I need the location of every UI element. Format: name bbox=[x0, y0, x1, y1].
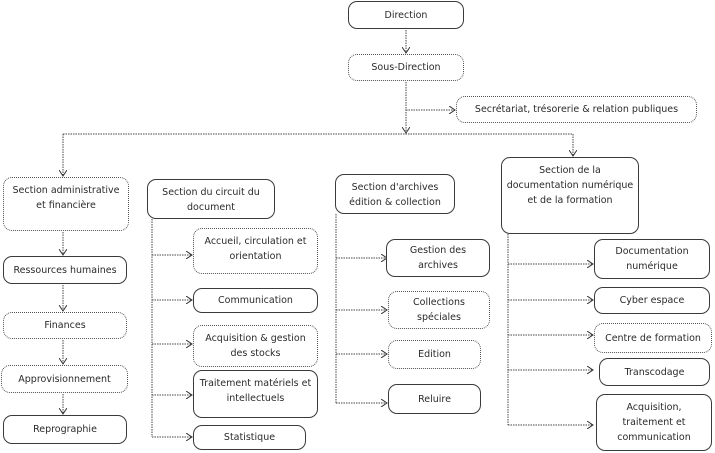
node-communication: Communication bbox=[193, 288, 318, 313]
node-label: Communication bbox=[218, 295, 293, 306]
node-label: Gestion des archives bbox=[409, 245, 467, 271]
node-reluire: Reluire bbox=[388, 384, 481, 414]
node-approvisionnement: Approvisionnement bbox=[1, 365, 128, 393]
node-label: Statistique bbox=[223, 432, 276, 443]
node-label: Finances bbox=[44, 320, 86, 331]
node-label: Edition bbox=[418, 349, 451, 360]
node-finances: Finances bbox=[3, 312, 127, 339]
node-label: Direction bbox=[384, 9, 428, 21]
node-label: Reprographie bbox=[33, 424, 97, 435]
node-direction: Direction bbox=[348, 1, 464, 29]
node-edition: Edition bbox=[388, 340, 481, 369]
section-documentation-numerique: Section de la documentation numérique et… bbox=[501, 157, 639, 234]
node-label: Reluire bbox=[418, 393, 451, 405]
node-sous-direction: Sous-Direction bbox=[348, 54, 464, 81]
node-label: Sous-Direction bbox=[371, 62, 441, 73]
node-label: Traitement matériels et intellectuels bbox=[199, 378, 312, 404]
node-reprographie: Reprographie bbox=[3, 415, 127, 444]
node-acquisition-gestion: Acquisition & gestion des stocks bbox=[193, 325, 318, 367]
node-label: Secrétariat, trésorerie & relation publi… bbox=[474, 104, 679, 115]
node-label: Section d'archives édition & collection bbox=[349, 182, 441, 208]
node-cyber-espace: Cyber espace bbox=[594, 287, 710, 314]
node-label: Acquisition & gestion des stocks bbox=[205, 333, 306, 359]
node-acquisition-traitement: Acquisition, traitement et communication bbox=[596, 394, 712, 451]
node-collections-speciales: Collections spéciales bbox=[388, 291, 490, 329]
node-gestion-archives: Gestion des archives bbox=[386, 239, 490, 277]
section-administrative: Section administrative et financière bbox=[3, 177, 129, 231]
node-label: Acquisition, traitement et communication bbox=[617, 402, 691, 443]
node-label: Section de la documentation numérique et… bbox=[506, 165, 634, 206]
node-label: Cyber espace bbox=[619, 295, 685, 306]
node-label: Centre de formation bbox=[605, 332, 701, 344]
node-label: Ressources humaines bbox=[13, 264, 117, 276]
node-traitement: Traitement matériels et intellectuels bbox=[193, 370, 318, 418]
node-label: Collections spéciales bbox=[413, 297, 465, 323]
node-label: Transcodage bbox=[624, 366, 685, 378]
node-label: Accueil, circulation et orientation bbox=[204, 236, 307, 262]
node-documentation-numerique: Documentation numérique bbox=[594, 239, 710, 279]
node-label: Approvisionnement bbox=[18, 373, 111, 385]
node-transcodage: Transcodage bbox=[599, 358, 710, 386]
section-archives: Section d'archives édition & collection bbox=[335, 174, 455, 214]
node-accueil: Accueil, circulation et orientation bbox=[193, 228, 318, 274]
node-label: Documentation numérique bbox=[615, 246, 689, 272]
node-statistique: Statistique bbox=[193, 425, 306, 450]
section-circuit-document: Section du circuit du document bbox=[147, 179, 275, 219]
node-ressources-humaines: Ressources humaines bbox=[3, 256, 127, 284]
node-secretariat: Secrétariat, trésorerie & relation publi… bbox=[456, 96, 697, 123]
node-label: Section administrative et financière bbox=[12, 185, 120, 211]
node-centre-formation: Centre de formation bbox=[594, 323, 712, 353]
node-label: Section du circuit du document bbox=[162, 187, 260, 213]
